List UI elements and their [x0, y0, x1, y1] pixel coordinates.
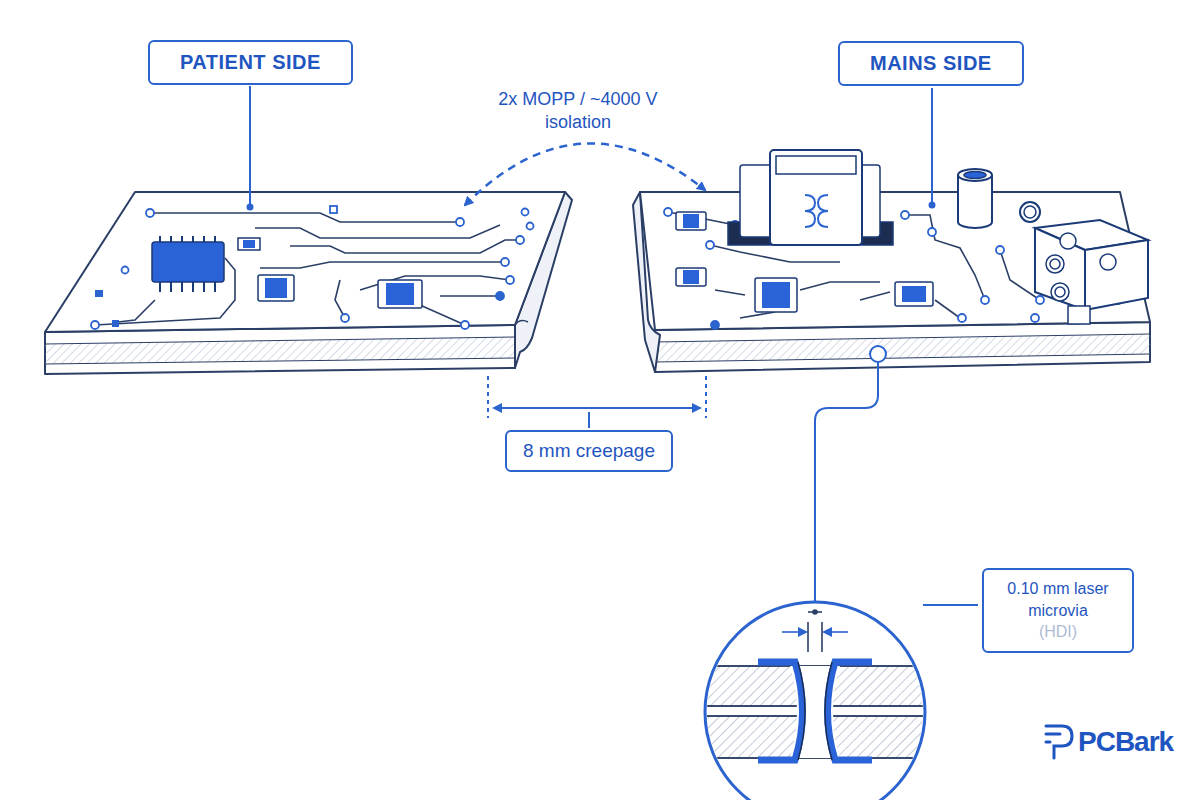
side-label-box: PATIENT SIDE — [148, 40, 353, 85]
terminal-block — [1020, 202, 1148, 324]
capacitor — [958, 169, 992, 228]
leader-lines — [248, 86, 979, 605]
mains-board — [633, 192, 1150, 372]
isolation-label: 2x MOPP / ~4000 V isolation — [473, 88, 683, 135]
transformer — [728, 150, 893, 245]
callout-box: 0.10 mm laser microvia(HDI) — [982, 568, 1134, 653]
patient-traces — [95, 213, 520, 325]
patient-board — [45, 192, 572, 374]
logo-icon — [1046, 726, 1072, 758]
side-label-box: MAINS SIDE — [838, 41, 1024, 86]
box-text: 8 mm creepage — [523, 438, 655, 464]
sub-text: (HDI) — [994, 621, 1122, 643]
mains-components — [676, 150, 1148, 324]
patient-vias — [91, 206, 534, 329]
patient-components — [152, 236, 422, 308]
dimension-box: 8 mm creepage — [505, 430, 673, 472]
microvia-inset — [690, 602, 940, 800]
box-text: PATIENT SIDE — [180, 49, 321, 76]
creepage-dimension — [488, 376, 706, 428]
box-text: MAINS SIDE — [870, 50, 992, 77]
isolation-arrow — [465, 143, 705, 205]
watermark-logo: PCBark — [1078, 724, 1173, 760]
box-text: 0.10 mm laser microvia — [994, 578, 1122, 621]
